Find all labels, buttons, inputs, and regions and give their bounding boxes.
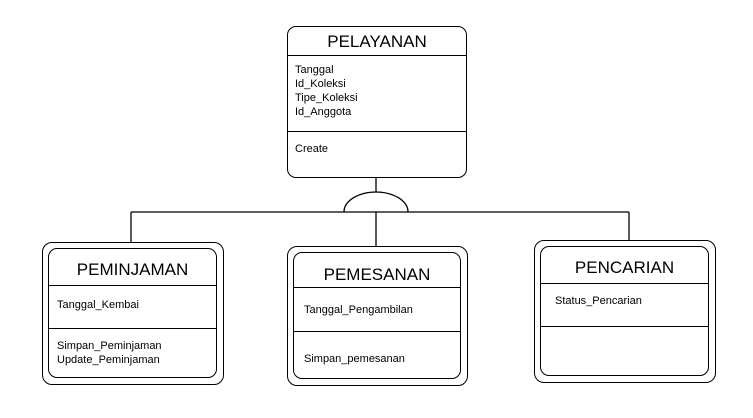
- attribute: Status_Pencarian: [555, 295, 642, 307]
- divider: [49, 285, 216, 286]
- class-title: PENCARIAN: [574, 258, 675, 277]
- attribute: Tanggal_Kembai: [57, 299, 139, 311]
- divider: [294, 287, 460, 288]
- class-pencarian-frame: PENCARIAN Status_Pencarian: [534, 240, 716, 383]
- method: Simpan_pemesanan: [304, 353, 405, 365]
- method: Update_Peminjaman: [57, 354, 160, 366]
- attribute: Tipe_Koleksi: [295, 92, 358, 104]
- inheritance-arc: [343, 191, 409, 213]
- class-peminjaman-frame: PEMINJAMAN Tanggal_Kembai Simpan_Peminja…: [42, 242, 224, 385]
- attribute: Id_Koleksi: [295, 78, 346, 90]
- attribute: Tanggal: [295, 64, 334, 76]
- class-title: PEMESANAN: [323, 265, 431, 284]
- divider: [288, 131, 466, 132]
- class-title: PEMINJAMAN: [76, 260, 189, 279]
- divider: [541, 283, 708, 284]
- divider: [49, 328, 216, 329]
- class-pencarian: PENCARIAN Status_Pencarian: [540, 246, 709, 376]
- method: Simpan_Peminjaman: [57, 340, 162, 352]
- divider: [294, 331, 460, 332]
- class-title: PELAYANAN: [327, 32, 427, 51]
- divider: [288, 55, 466, 56]
- attribute: Tanggal_Pengambilan: [304, 304, 413, 316]
- class-pemesanan: PEMESANAN Tanggal_Pengambilan Simpan_pem…: [293, 252, 461, 379]
- class-pemesanan-frame: PEMESANAN Tanggal_Pengambilan Simpan_pem…: [287, 246, 468, 386]
- method: Create: [295, 143, 329, 155]
- class-pelayanan: PELAYANAN Tanggal Id_Koleksi Tipe_Koleks…: [287, 26, 467, 178]
- attribute: Id_Anggota: [295, 106, 352, 118]
- divider: [541, 326, 708, 327]
- class-peminjaman: PEMINJAMAN Tanggal_Kembai Simpan_Peminja…: [48, 248, 217, 378]
